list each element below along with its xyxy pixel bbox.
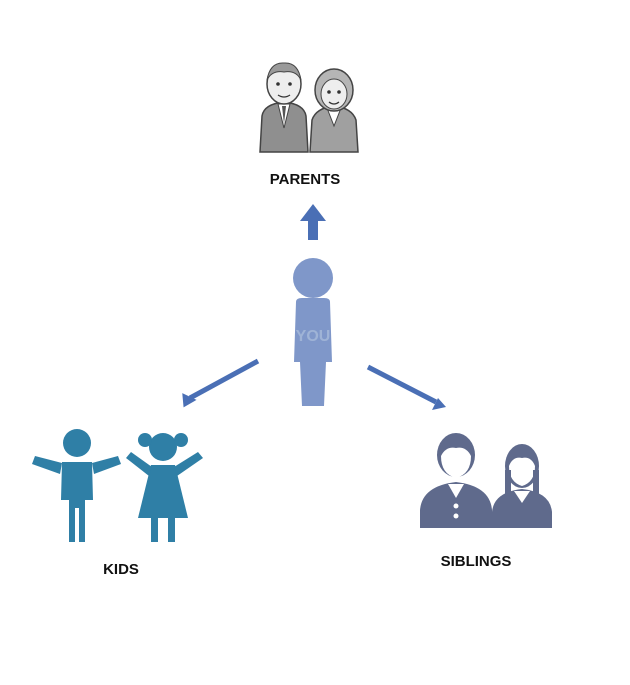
siblings-label: SIBLINGS [441,553,512,570]
boy-figure [32,429,121,542]
person-icon [293,258,333,406]
brother-figure [420,433,492,528]
grandmother-figure [309,68,359,153]
elderly-couple-icon [259,62,359,153]
girl-figure [126,433,203,542]
arrow-to-parents [300,204,326,240]
arrow-to-kids [182,358,260,408]
grandfather-figure [259,62,309,153]
kids-label: KIDS [103,561,139,578]
arrow-to-siblings [366,364,446,410]
you-label: YOU [296,328,331,345]
parents-label: PARENTS [270,171,341,188]
siblings-icon [420,433,552,528]
children-icon [32,429,203,542]
sister-figure [492,444,552,528]
